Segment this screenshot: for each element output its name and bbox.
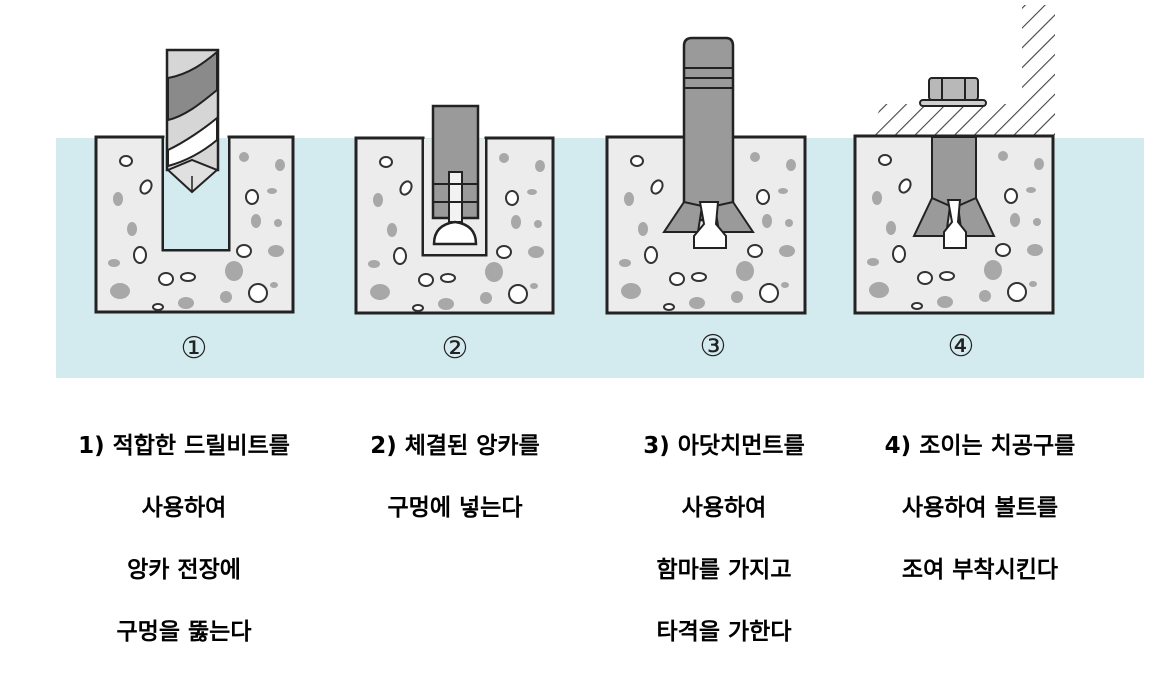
step-1-caption: 1) 적합한 드릴비트를 사용하여 앙카 전장에 구멍을 뚫는다 bbox=[34, 400, 334, 679]
caption-line: 구멍을 뚫는다 bbox=[116, 619, 252, 645]
bolt-icon bbox=[912, 77, 996, 249]
caption-line: 사용하여 bbox=[141, 495, 227, 521]
caption-line: 4) 조이는 치공구를 bbox=[884, 433, 1076, 459]
drill-bit-icon bbox=[165, 48, 220, 194]
caption-line: 구멍에 넣는다 bbox=[387, 495, 523, 521]
step-number-3: ③ bbox=[700, 329, 727, 364]
step-1-illustration: ① bbox=[94, 48, 295, 366]
anchor-icon bbox=[431, 104, 480, 246]
caption-line: 1) 적합한 드릴비트를 bbox=[78, 433, 290, 459]
step-4-illustration: ④ bbox=[853, 5, 1055, 364]
step-number-2: ② bbox=[442, 331, 469, 366]
step-2-caption: 2) 체결된 앙카를 구멍에 넣는다 bbox=[330, 400, 580, 555]
fixture-plate bbox=[868, 5, 1055, 136]
step-2-illustration: ② bbox=[354, 104, 555, 366]
step-number-4: ④ bbox=[948, 329, 975, 364]
anchor-installation-diagram: ① ② bbox=[56, 5, 1144, 645]
step-3-illustration: ③ bbox=[605, 36, 807, 364]
caption-line: 조여 부착시킨다 bbox=[901, 557, 1059, 583]
step-3-caption: 3) 아닷치먼트를 사용하여 함마를 가지고 타격을 가한다 bbox=[608, 400, 840, 679]
caption-line: 타격을 가한다 bbox=[656, 619, 792, 645]
caption-line: 3) 아닷치먼트를 bbox=[643, 433, 805, 459]
caption-line: 사용하여 볼트를 bbox=[901, 495, 1059, 521]
caption-line: 함마를 가지고 bbox=[656, 557, 792, 583]
step-number-1: ① bbox=[181, 331, 208, 366]
caption-line: 2) 체결된 앙카를 bbox=[370, 433, 540, 459]
caption-line: 앙카 전장에 bbox=[127, 557, 241, 583]
caption-line: 사용하여 bbox=[681, 495, 767, 521]
step-4-caption: 4) 조이는 치공구를 사용하여 볼트를 조여 부착시킨다 bbox=[850, 400, 1110, 617]
setting-tool-icon bbox=[662, 36, 755, 249]
